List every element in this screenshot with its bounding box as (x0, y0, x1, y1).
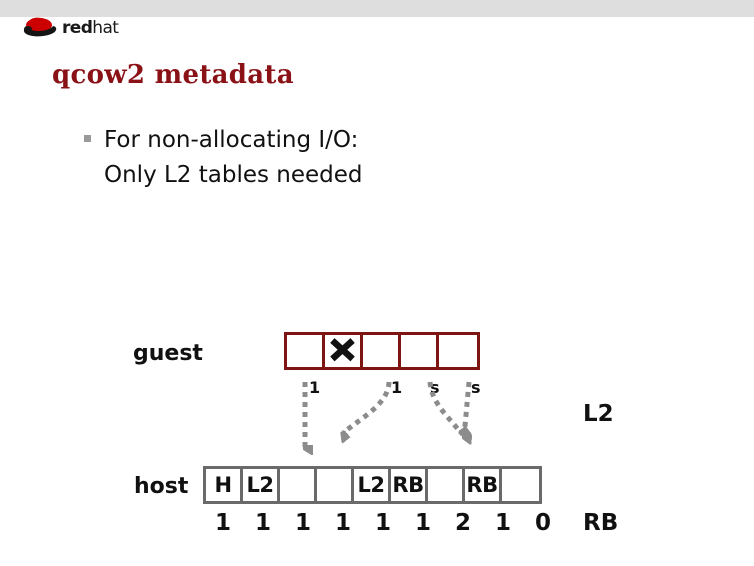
host-cell: L2 (243, 469, 280, 501)
guest-cell (287, 335, 325, 367)
host-cell: RB (391, 469, 428, 501)
refcount-value: 1 (334, 510, 351, 536)
header-band (0, 0, 754, 17)
square-bullet-icon (84, 135, 91, 142)
host-cell (428, 469, 465, 501)
refcount-value: 1 (414, 510, 431, 536)
refcount-value: 1 (374, 510, 391, 536)
host-cell (280, 469, 317, 501)
refcount-row: 1 1 1 1 1 1 2 1 0 (203, 510, 563, 536)
redhat-shadowman-icon (23, 17, 57, 37)
refcount-value: 2 (454, 510, 471, 536)
guest-cell (401, 335, 439, 367)
pointer-label-3: s (430, 378, 440, 397)
guest-cluster-strip (284, 332, 480, 370)
refcount-value: 1 (214, 510, 231, 536)
guest-cell (439, 335, 477, 367)
guest-cell-marked (325, 335, 363, 367)
x-mark-icon (330, 338, 355, 362)
refcount-value: 1 (294, 510, 311, 536)
pointer-label-2: 1 (391, 378, 403, 397)
redhat-logo: redhat (20, 14, 125, 40)
guest-row-label: guest (133, 341, 203, 366)
guest-cell (363, 335, 401, 367)
host-cell (502, 469, 539, 501)
page-title: qcow2 metadata (52, 60, 294, 90)
refcount-value: 1 (494, 510, 511, 536)
arrow-guest5-to-host7 (464, 381, 469, 437)
arrow-guest3-to-host4 (343, 381, 392, 433)
host-row-label: host (134, 474, 189, 499)
host-cell (317, 469, 354, 501)
legend-rb-label: RB (583, 510, 619, 536)
legend-l2-label: L2 (583, 401, 614, 427)
refcount-value: 1 (254, 510, 271, 536)
logo-word-red: red (62, 18, 93, 38)
host-cell: RB (465, 469, 502, 501)
pointer-label-4: s (471, 378, 481, 397)
bullet-text: For non-allocating I/O: Only L2 tables n… (104, 127, 363, 188)
host-cell: H (206, 469, 243, 501)
pointer-label-1: 1 (309, 378, 321, 397)
host-cell: L2 (354, 469, 391, 501)
logo-word-hat: hat (92, 18, 119, 38)
refcount-value: 0 (534, 510, 551, 536)
redhat-wordmark: redhat (62, 18, 119, 38)
host-cluster-strip: H L2 L2 RB RB (203, 466, 542, 504)
